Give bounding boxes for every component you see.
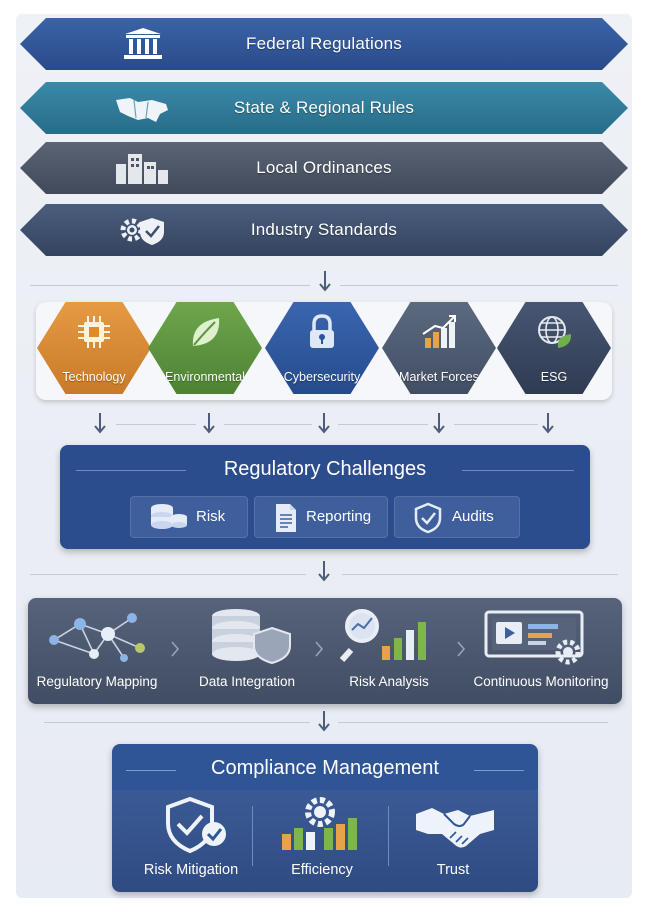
down-arrow-icon xyxy=(319,271,331,292)
challenge-audits: Audits xyxy=(394,496,520,538)
network-map-icon xyxy=(49,613,145,662)
divider-line xyxy=(454,424,538,425)
us-map-icon xyxy=(116,98,168,122)
chip-icon xyxy=(78,316,110,348)
driver-label: ESG xyxy=(540,370,568,384)
driver-label: Environmental xyxy=(165,370,245,384)
challenge-risk: Risk xyxy=(130,496,248,538)
shield-check-icon xyxy=(414,502,442,534)
title-rule xyxy=(76,470,186,471)
leaf-icon xyxy=(192,318,220,346)
down-arrow-icon xyxy=(433,413,445,434)
tier-state: State & Regional Rules xyxy=(20,82,628,134)
challenges-title: Regulatory Challenges xyxy=(223,458,427,480)
process-panel xyxy=(28,598,622,704)
magnifier-chart-icon xyxy=(339,609,426,663)
padlock-icon xyxy=(310,314,334,348)
divider-line xyxy=(338,722,608,723)
globe-leaf-icon xyxy=(538,316,572,348)
tier-label: Federal Regulations xyxy=(246,34,402,53)
divider-line xyxy=(30,285,310,286)
process-step-label: Regulatory Mapping xyxy=(36,674,158,689)
database-shield-icon xyxy=(212,609,291,664)
divider-line xyxy=(44,722,310,723)
down-arrow-icon xyxy=(94,413,106,434)
process-step-label: Continuous Monitoring xyxy=(473,674,609,689)
handshake-icon xyxy=(416,808,494,848)
column-divider xyxy=(388,806,389,866)
shield-check-icon xyxy=(166,796,226,854)
process-step-label: Risk Analysis xyxy=(349,674,429,689)
driver-cybersecurity: Cybersecurity xyxy=(265,302,379,394)
tier-industry: Industry Standards xyxy=(20,204,628,256)
database-stack-icon xyxy=(151,504,187,529)
gear-chart-icon xyxy=(282,797,357,850)
down-arrow-icon xyxy=(318,413,330,434)
outcome-label: Efficiency xyxy=(291,862,353,878)
compliance-title: Compliance Management xyxy=(211,757,439,779)
driver-label: Technology xyxy=(62,370,126,384)
government-building-icon xyxy=(124,28,162,59)
title-rule xyxy=(474,770,524,771)
title-rule xyxy=(126,770,176,771)
divider-line xyxy=(342,574,618,575)
tier-label: Industry Standards xyxy=(250,220,398,239)
column-divider xyxy=(252,806,253,866)
down-arrow-icon xyxy=(318,561,330,582)
driver-label: Cybersecurity xyxy=(283,370,361,384)
divider-line xyxy=(338,424,428,425)
process-step-label: Data Integration xyxy=(198,674,296,689)
driver-esg: ESG xyxy=(497,302,611,394)
divider-line xyxy=(340,285,618,286)
challenge-label: Reporting xyxy=(306,508,372,525)
growth-chart-icon xyxy=(422,315,456,348)
challenge-label: Risk xyxy=(196,508,226,525)
chevron-right-icon xyxy=(171,641,180,657)
challenge-reporting: Reporting xyxy=(254,496,388,538)
divider-line xyxy=(116,424,196,425)
down-arrow-icon xyxy=(542,413,554,434)
city-buildings-icon xyxy=(116,154,168,184)
divider-line xyxy=(30,574,306,575)
driver-technology: Technology xyxy=(37,302,151,394)
outcome-label: Risk Mitigation xyxy=(143,862,239,878)
tier-local: Local Ordinances xyxy=(20,142,628,194)
driver-environmental: Environmental xyxy=(148,302,262,394)
down-arrow-icon xyxy=(203,413,215,434)
tier-label: Local Ordinances xyxy=(256,158,392,177)
report-document-icon xyxy=(276,504,296,532)
tier-label: State & Regional Rules xyxy=(233,98,415,117)
divider-line xyxy=(224,424,312,425)
down-arrow-icon xyxy=(318,711,330,732)
tier-federal: Federal Regulations xyxy=(20,18,628,70)
chevron-right-icon xyxy=(315,641,324,657)
outcome-label: Trust xyxy=(436,862,470,878)
challenge-label: Audits xyxy=(452,508,494,525)
gear-shield-icon xyxy=(120,218,164,245)
chevron-right-icon xyxy=(457,641,466,657)
driver-market-forces: Market Forces xyxy=(382,302,496,394)
title-rule xyxy=(462,470,574,471)
driver-label: Market Forces xyxy=(399,370,479,384)
monitor-dashboard-icon xyxy=(484,610,584,665)
